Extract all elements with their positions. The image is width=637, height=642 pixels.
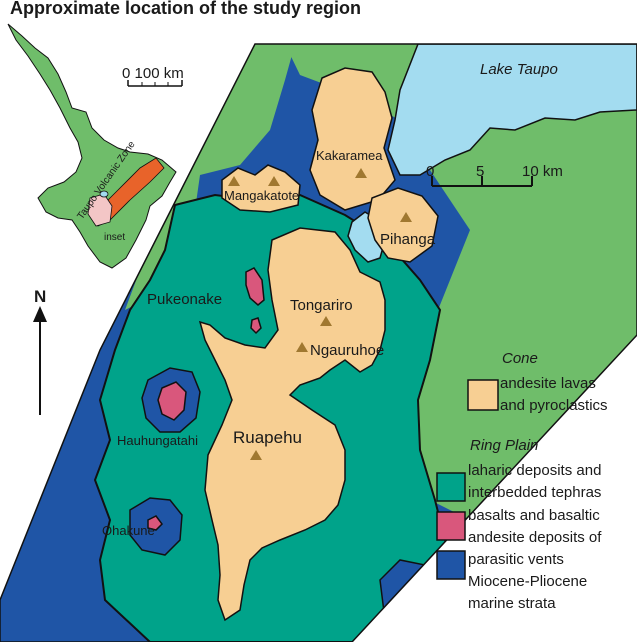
pukeonake-basalt bbox=[245, 267, 265, 306]
legend-laharic-swatch bbox=[436, 472, 466, 502]
vent-markers bbox=[228, 168, 412, 460]
hauhungatahi-label: Hauhungatahi bbox=[117, 433, 198, 448]
vent-kakaramea-icon bbox=[355, 168, 367, 178]
north-island-shape bbox=[7, 23, 177, 269]
svg-text:10 km: 10 km bbox=[522, 163, 563, 180]
map-frame bbox=[0, 44, 637, 642]
vent-tongariro-icon bbox=[320, 316, 332, 326]
lake-taupo-label: Lake Taupo bbox=[480, 61, 558, 78]
inset-scale-bar: 0 100 km bbox=[122, 65, 184, 87]
svg-text:laharic deposits and: laharic deposits and bbox=[468, 462, 601, 479]
ngauruhoe-label: Ngauruhoe bbox=[310, 342, 384, 359]
legend-basalt-swatch bbox=[436, 511, 466, 541]
tongariro-label: Tongariro bbox=[290, 297, 353, 314]
svg-text:5: 5 bbox=[476, 163, 484, 180]
kakaramea-label: Kakaramea bbox=[316, 148, 383, 163]
svg-text:N: N bbox=[34, 287, 46, 306]
vent-mangakatote2-icon bbox=[268, 176, 280, 186]
mangakatote-cone bbox=[221, 164, 301, 213]
map-title-partial: Approximate location of the study region bbox=[10, 0, 361, 18]
ohakune-basalt bbox=[147, 515, 163, 531]
svg-text:0 100 km: 0 100 km bbox=[122, 65, 184, 82]
legend-cone-swatch bbox=[467, 379, 499, 411]
inset-map: Taupo Volcanic Zone inset bbox=[7, 23, 177, 269]
vent-pihanga-icon bbox=[400, 212, 412, 222]
svg-text:0: 0 bbox=[426, 163, 434, 180]
ruapehu-label: Ruapehu bbox=[233, 428, 302, 447]
legend: Cone andesite lavas and pyroclastics Rin… bbox=[436, 350, 608, 612]
lake-taupo bbox=[387, 44, 637, 176]
vent-ruapehu-icon bbox=[250, 450, 262, 460]
inset-lake-icon bbox=[99, 190, 109, 198]
svg-text:andesite lavas: andesite lavas bbox=[500, 375, 596, 392]
southeast-marine bbox=[379, 559, 441, 636]
svg-text:parasitic vents: parasitic vents bbox=[468, 551, 564, 568]
legend-marine-swatch bbox=[436, 550, 466, 580]
svg-text:andesite deposits of: andesite deposits of bbox=[468, 529, 602, 546]
svg-text:basalts and basaltic: basalts and basaltic bbox=[468, 507, 600, 524]
ohakune-label: Ohakune bbox=[102, 523, 155, 538]
pihanga-label: Pihanga bbox=[380, 231, 436, 248]
north-arrow-head-icon bbox=[33, 306, 47, 322]
mangakatote-label: Mangakatote bbox=[224, 188, 299, 203]
svg-text:interbedded tephras: interbedded tephras bbox=[468, 484, 601, 501]
kakaramea-cone bbox=[309, 67, 396, 211]
legend-ring-title: Ring Plain bbox=[470, 437, 538, 454]
map-frame-outline bbox=[0, 43, 637, 642]
vent-mangakatote1-icon bbox=[228, 176, 240, 186]
tongariro-ruapehu-cone bbox=[198, 227, 386, 622]
svg-text:and pyroclastics: and pyroclastics bbox=[500, 397, 608, 414]
legend-cone-title: Cone bbox=[502, 350, 538, 367]
north-arrow: N bbox=[33, 287, 47, 415]
pukeonake-label: Pukeonake bbox=[147, 291, 222, 308]
pukeonake-basalt-small bbox=[250, 317, 262, 335]
pihanga-cone bbox=[367, 187, 439, 263]
land-green-east bbox=[285, 44, 637, 520]
svg-text:Miocene-Pliocene: Miocene-Pliocene bbox=[468, 573, 587, 590]
inset-area-label: inset bbox=[104, 232, 125, 243]
svg-text:marine strata: marine strata bbox=[468, 595, 556, 612]
vent-ngauruhoe-icon bbox=[296, 342, 308, 352]
hauhungatahi-basalt bbox=[157, 381, 187, 421]
main-scale-bar: 0 5 10 km bbox=[426, 163, 563, 187]
